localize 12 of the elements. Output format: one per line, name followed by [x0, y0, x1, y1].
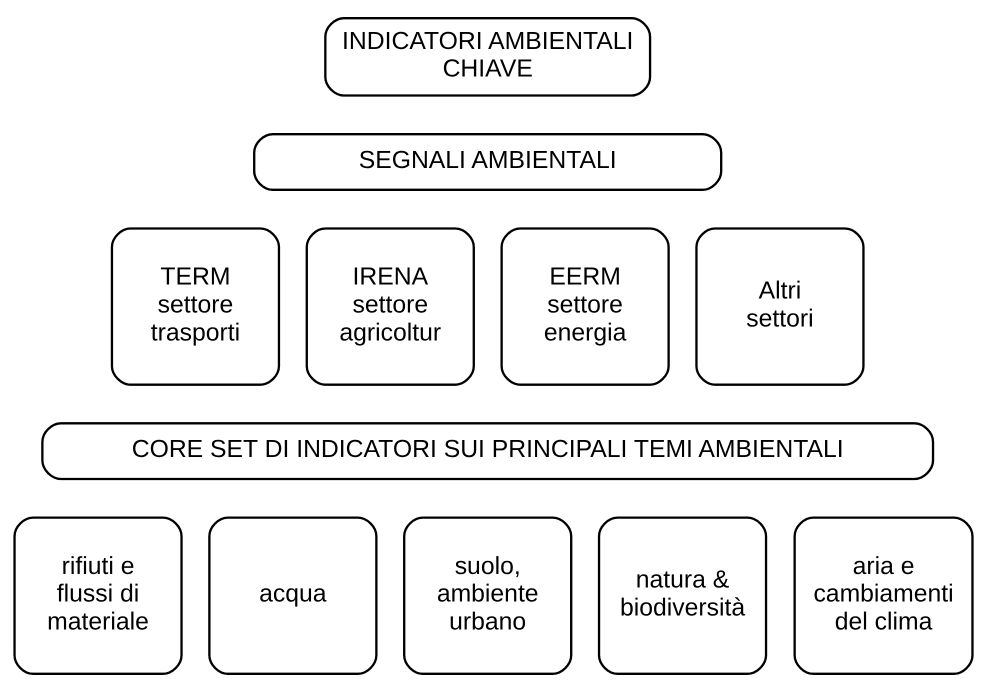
node-box: EERM settore energia	[500, 226, 670, 386]
node-box: suolo, ambiente urbano	[403, 516, 572, 674]
node-box: TERM settore trasporti	[110, 226, 280, 386]
node-box: acqua	[208, 516, 378, 674]
node-box: SEGNALI AMBIENTALI	[253, 132, 722, 190]
node-box: Altri settori	[695, 226, 865, 386]
node-box: rifiuti e flussi di materiale	[13, 516, 183, 674]
node-box: natura & biodiversità	[598, 516, 768, 674]
node-box: IRENA settore agricoltur	[306, 226, 475, 386]
node-box: INDICATORI AMBIENTALI CHIAVE	[324, 16, 652, 96]
node-box: CORE SET DI INDICATORI SUI PRINCIPALI TEMI AMBIENTALI	[41, 422, 934, 480]
node-box: aria e cambiamenti del clima	[793, 516, 974, 674]
